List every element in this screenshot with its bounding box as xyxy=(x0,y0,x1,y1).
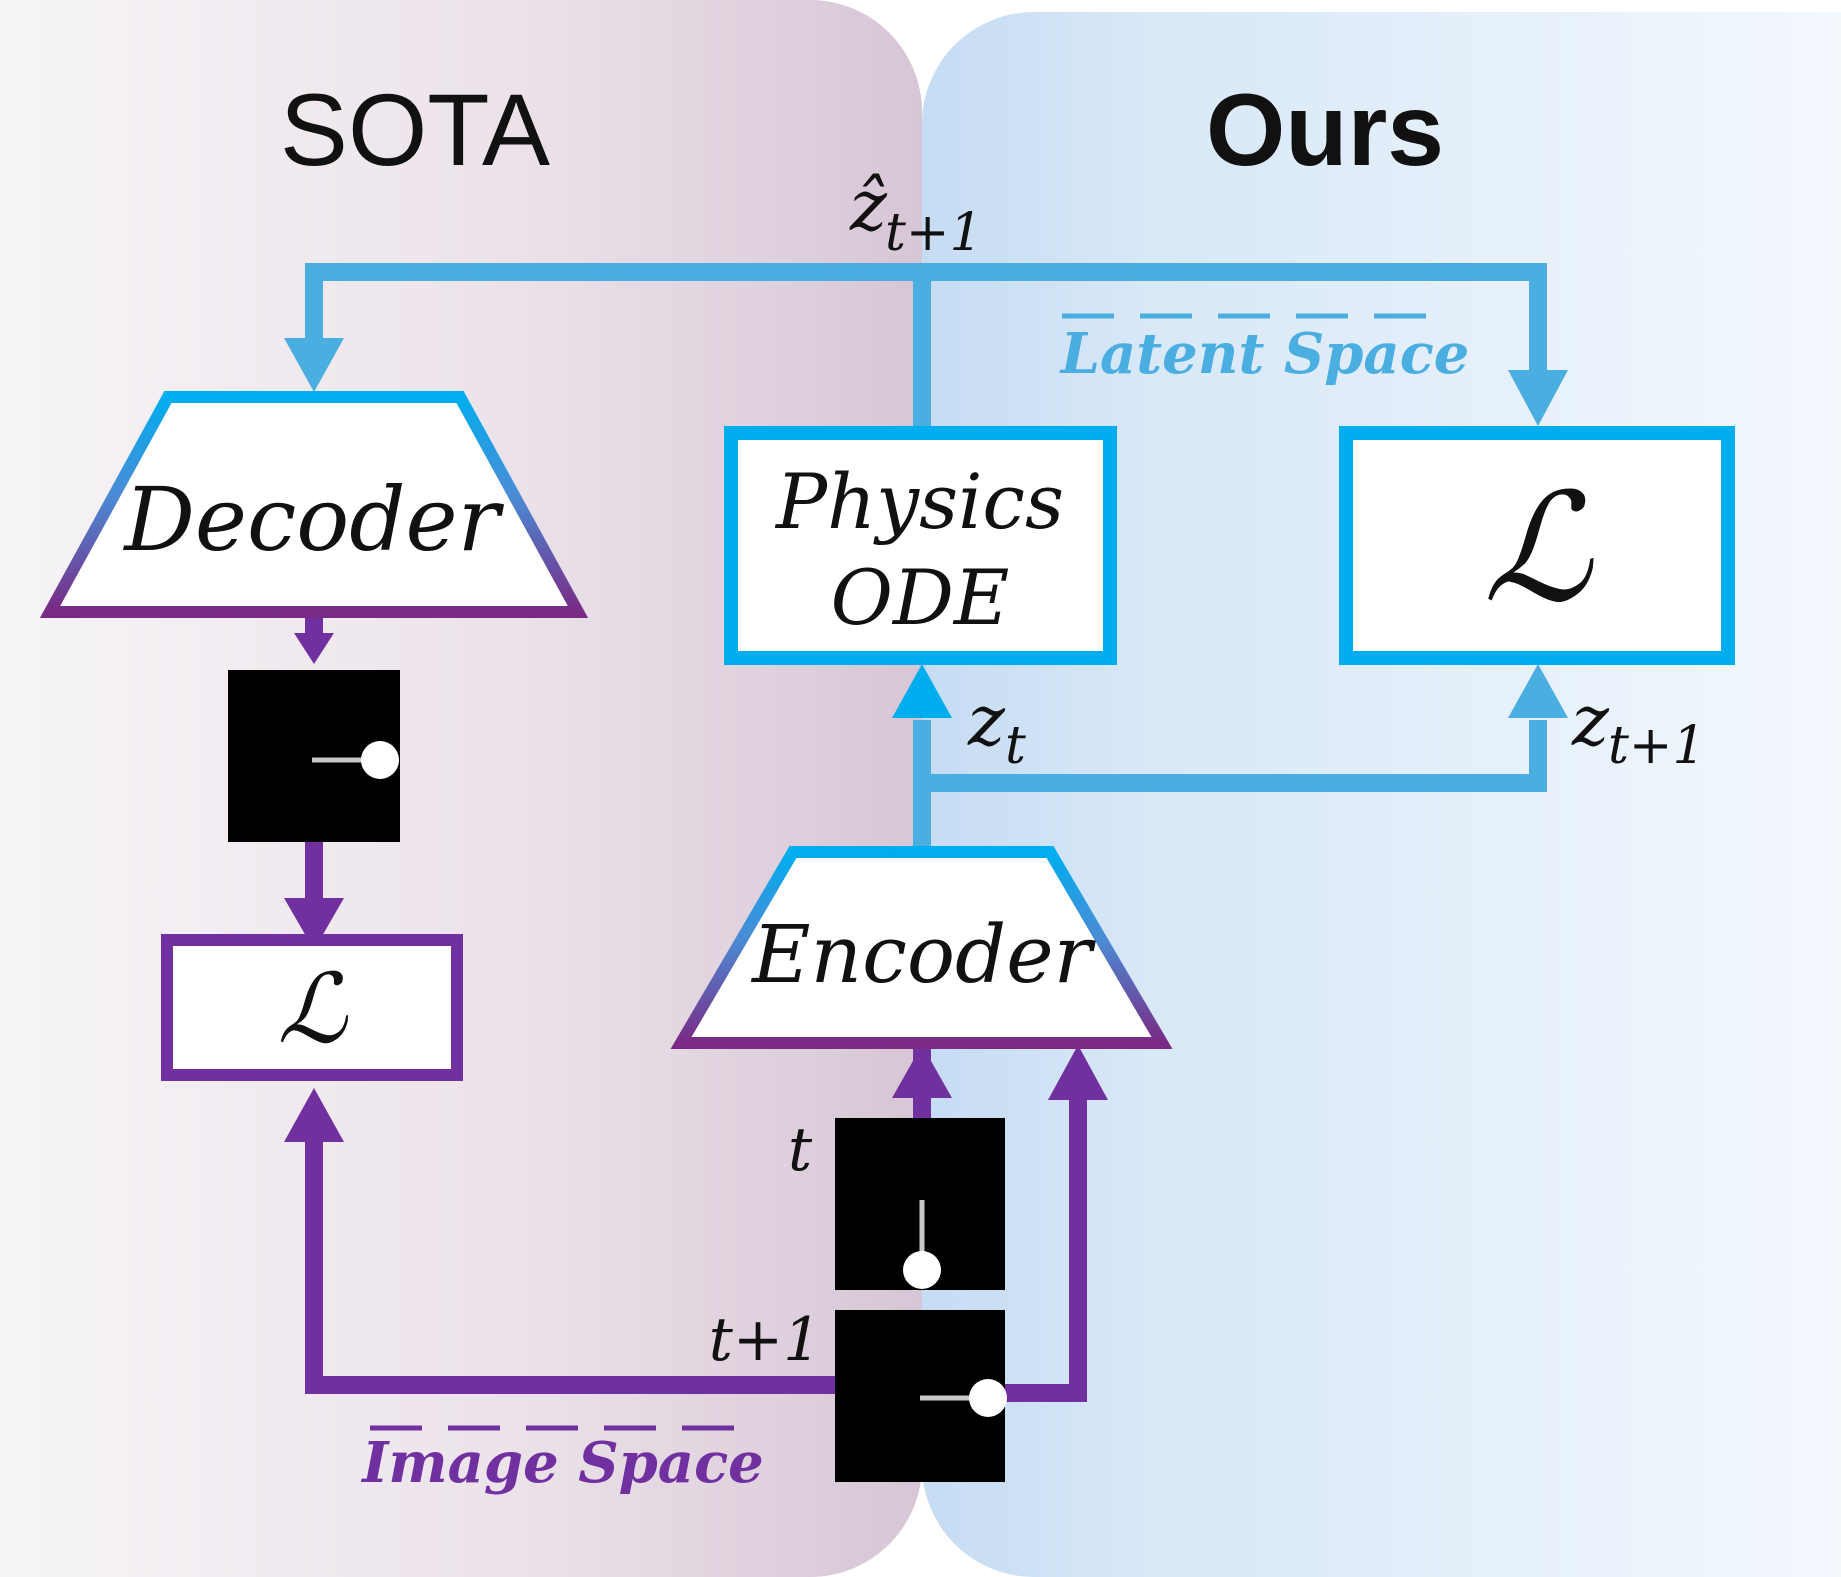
decoder-label: Decoder xyxy=(122,468,504,571)
latent-connectors xyxy=(305,263,1547,848)
arrow-to-image-loss xyxy=(284,898,344,950)
image-space-label: Image Space xyxy=(360,1430,764,1496)
arrow-to-encoder-left xyxy=(892,1045,952,1098)
input-frame-t xyxy=(835,1118,1005,1290)
svg-text:t: t xyxy=(1005,716,1026,776)
svg-text:ẑ: ẑ xyxy=(849,165,888,247)
latent-loss-symbol: ℒ xyxy=(1483,462,1594,636)
svg-text:t+1: t+1 xyxy=(885,203,983,263)
decoder-block xyxy=(39,391,589,618)
sota-title: SOTA xyxy=(280,73,550,187)
arrow-to-frame xyxy=(294,633,334,664)
svg-text:z: z xyxy=(967,680,1006,762)
ours-title: Ours xyxy=(1206,73,1444,187)
arrow-to-latent-loss xyxy=(1508,370,1568,426)
latent-loss-box xyxy=(1339,426,1735,665)
ode-label: ODE xyxy=(831,553,1010,642)
z-next-label: z t+1 xyxy=(1571,680,1706,776)
arrow-to-encoder-right xyxy=(1048,1045,1108,1100)
z-hat-label: ẑ t+1 xyxy=(849,165,983,263)
arrow-up-latent-loss xyxy=(1508,664,1568,718)
frame-t1-label: t+1 xyxy=(709,1305,822,1375)
encoder-label: Encoder xyxy=(750,908,1096,1001)
image-loss-box xyxy=(161,934,463,1081)
latent-space-label: Latent Space xyxy=(1059,321,1470,387)
image-loss-symbol: ℒ xyxy=(277,953,348,1065)
arrow-to-decoder xyxy=(284,338,344,392)
svg-text:t+1: t+1 xyxy=(1608,716,1706,776)
physics-label: Physics xyxy=(774,457,1064,546)
ours-panel xyxy=(921,11,1841,1577)
encoder-block xyxy=(670,846,1173,1049)
frame-t-label: t xyxy=(788,1115,813,1185)
svg-text:z: z xyxy=(1571,680,1610,762)
physics-ode-block xyxy=(724,426,1117,665)
arrow-to-physics xyxy=(892,664,952,718)
z-t-label: z t xyxy=(967,680,1026,776)
arrow-up-image-loss xyxy=(284,1088,344,1142)
decoded-frame xyxy=(228,670,400,842)
input-frame-t1 xyxy=(835,1310,1007,1482)
